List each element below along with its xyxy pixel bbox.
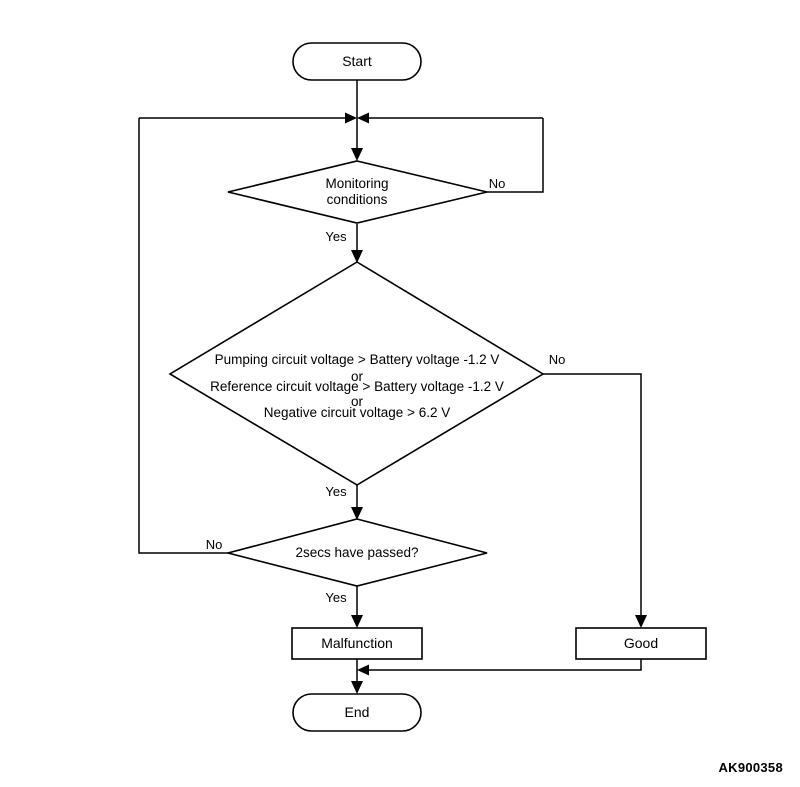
node-end — [292, 693, 422, 732]
arrowhead-into-monitoring — [351, 148, 363, 161]
node-end-label: End — [345, 704, 370, 720]
arrowhead-right-loop-into-junction — [357, 112, 369, 124]
diagram-reference-code: AK900358 — [718, 760, 783, 775]
edge-label-timer-no: No — [206, 537, 223, 552]
arrowhead-into-malfunction — [351, 615, 363, 628]
node-voltage-check-line-3: Reference circuit voltage > Battery volt… — [210, 379, 504, 394]
node-monitoring-conditions — [227, 160, 488, 224]
node-good-label: Good — [624, 635, 658, 651]
connector-monitoring-no — [487, 118, 544, 193]
arrowhead-into-timer — [351, 507, 363, 520]
node-voltage-check-line-2: or — [351, 369, 364, 384]
arrowhead-left-loop-into-junction — [345, 112, 357, 124]
node-monitoring-label-line2: conditions — [327, 192, 388, 207]
arrowhead-into-end — [351, 681, 363, 694]
arrowhead-into-good — [635, 615, 647, 628]
edge-label-voltage-yes: Yes — [325, 484, 347, 499]
edge-label-monitoring-no: No — [489, 176, 506, 191]
connector-good-to-end-merge — [364, 659, 642, 671]
node-timer-check — [224, 518, 488, 587]
node-voltage-check-line-5: Negative circuit voltage > 6.2 V — [264, 405, 450, 420]
node-malfunction — [291, 627, 423, 660]
node-voltage-check-line-1: Pumping circuit voltage > Battery voltag… — [215, 352, 500, 367]
edge-label-monitoring-yes: Yes — [325, 229, 347, 244]
arrowhead-good-merge — [357, 664, 369, 676]
node-good — [575, 627, 707, 660]
edge-label-timer-yes: Yes — [325, 590, 347, 605]
node-voltage-check-line-4: or — [351, 394, 364, 409]
node-start-label: Start — [342, 53, 372, 69]
node-malfunction-label: Malfunction — [321, 635, 393, 651]
node-timer-check-label: 2secs have passed? — [295, 545, 418, 560]
arrowhead-into-voltage-check — [351, 250, 363, 263]
node-start — [292, 42, 422, 81]
node-monitoring-label-line1: Monitoring — [325, 176, 388, 191]
node-voltage-check — [168, 261, 545, 486]
connector-timer-no — [138, 118, 228, 554]
edge-label-voltage-no: No — [549, 352, 566, 367]
connector-voltage-no — [543, 373, 642, 620]
